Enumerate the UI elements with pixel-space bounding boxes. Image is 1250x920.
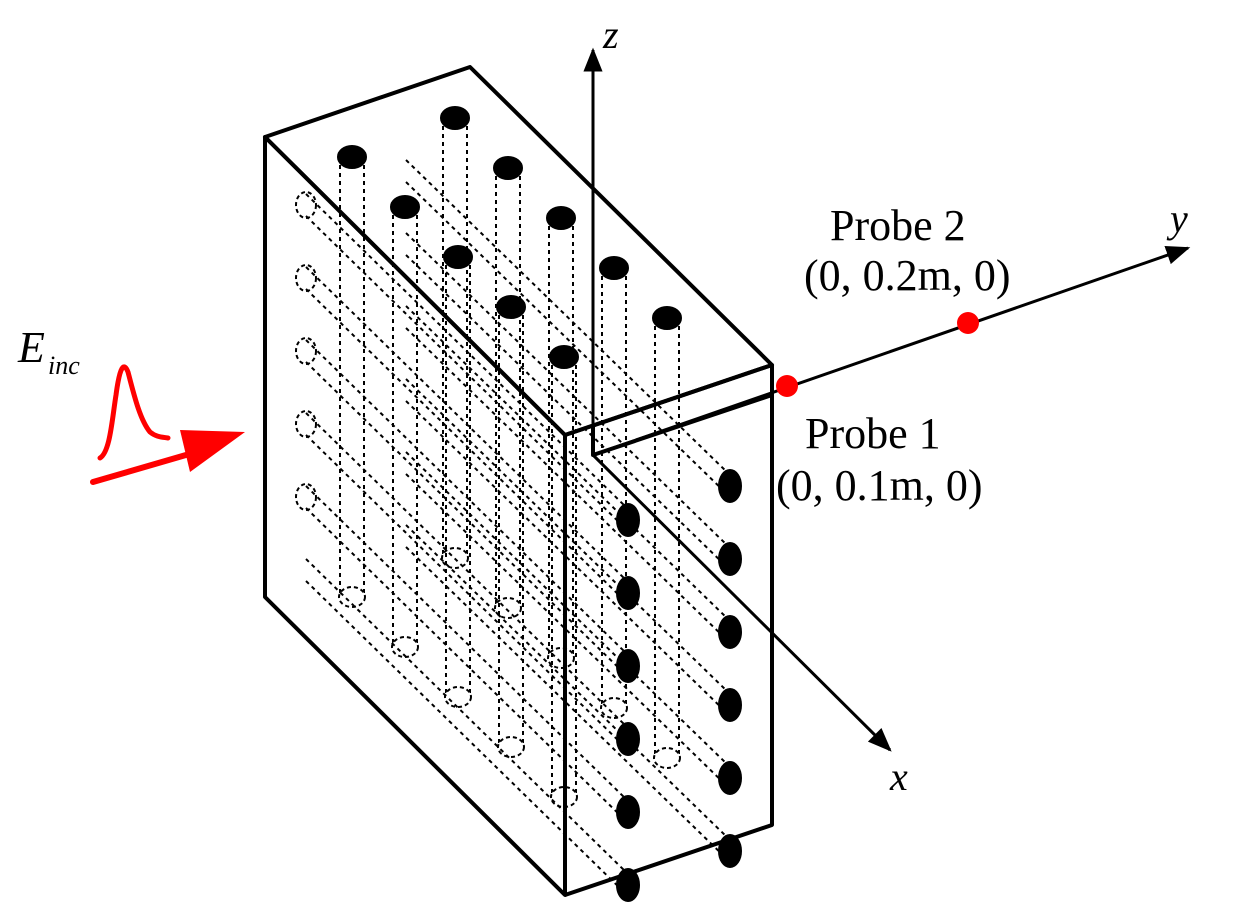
rod-tube-edge [305, 193, 629, 510]
rod-bottom-end [441, 547, 469, 569]
rod-side-cap [718, 615, 742, 649]
rod-side-cap [616, 868, 640, 902]
rod-bottom-end [444, 686, 472, 708]
rod-side-cap [616, 649, 640, 683]
rod-tube-edge [305, 339, 629, 656]
rod-side-cap [616, 795, 640, 829]
rod-bottom-end [497, 736, 525, 758]
rod-tube-edge [405, 400, 731, 717]
rod-tube-edge [305, 266, 629, 583]
rod-side-cap [718, 469, 742, 503]
rod-bottom-end [338, 586, 366, 608]
rod-side-hole [295, 410, 317, 438]
probe-1-name: Probe 1 [805, 409, 941, 458]
rod-top-cap [493, 156, 523, 180]
rod-side-cap [718, 834, 742, 868]
rod-tube-edge [405, 232, 731, 549]
rod-tube-edge [305, 434, 629, 751]
rod-top-cap [599, 256, 629, 280]
rod-tube-edge [305, 288, 629, 605]
pulse-waveform [97, 364, 171, 461]
rod-top-cap [337, 145, 367, 169]
rod-top-cap [496, 295, 526, 319]
rod-tube-edge [305, 215, 629, 532]
rod-tube-edge [405, 181, 731, 498]
rod-side-hole [295, 191, 317, 219]
rod-top-cap [443, 245, 473, 269]
rod-side-hole [295, 264, 317, 292]
rod-side-cap [616, 503, 640, 537]
probe-1-coords: (0, 0.1m, 0) [776, 461, 983, 510]
rod-tube-edge [405, 305, 731, 622]
incident-subscript: inc [48, 351, 80, 380]
rod-tube-edge [305, 507, 629, 824]
visible-rod-caps [337, 106, 742, 902]
rod-bottom-end [547, 647, 575, 669]
rod-tube-edge [405, 378, 731, 695]
x-axis [591, 453, 892, 752]
rod-tube-edge [405, 473, 731, 790]
rod-tube-edge [405, 327, 731, 644]
y-axis-label: y [1166, 196, 1188, 241]
rod-tube-edge [405, 524, 731, 841]
rod-tube-edge [305, 361, 629, 678]
probe-2-name: Probe 2 [830, 201, 966, 250]
incident-arrow-head [180, 430, 245, 472]
incident-pulse [90, 364, 245, 485]
rod-bottom-end [600, 697, 628, 719]
rod-side-cap [616, 576, 640, 610]
rod-side-cap [718, 542, 742, 576]
rod-tube-edge [305, 412, 629, 729]
rod-top-cap [549, 345, 579, 369]
rod-top-cap [546, 206, 576, 230]
rod-side-cap [718, 688, 742, 722]
rod-top-cap [652, 306, 682, 330]
rod-side-hole [295, 483, 317, 511]
x-axis-label: x [889, 754, 908, 799]
rod-tube-edge [405, 546, 731, 863]
rod-tube-edge [305, 558, 629, 875]
incident-symbol: E [17, 323, 45, 372]
probe-2: Probe 2 (0, 0.2m, 0) [804, 201, 1011, 334]
probe-1-marker [776, 375, 798, 397]
rod-tube-edge [405, 254, 731, 571]
rod-side-hole [295, 337, 317, 365]
rod-side-cap [718, 761, 742, 795]
probe-2-marker [957, 312, 979, 334]
probe-1: Probe 1 (0, 0.1m, 0) [776, 375, 983, 510]
rod-tube-edge [305, 580, 629, 897]
rod-side-cap [616, 722, 640, 756]
rod-tube-edge [405, 159, 731, 476]
rod-bottom-end [391, 636, 419, 658]
incident-field-label: E inc [17, 323, 80, 380]
rod-tube-edge [405, 451, 731, 768]
probe-2-coords: (0, 0.2m, 0) [804, 251, 1011, 300]
rod-bottom-end [653, 747, 681, 769]
rod-top-cap [440, 106, 470, 130]
slab-outline [263, 65, 774, 897]
z-axis-label: z [602, 12, 619, 57]
rod-tube-edge [305, 485, 629, 802]
hidden-rods [295, 118, 731, 897]
rod-top-cap [390, 195, 420, 219]
